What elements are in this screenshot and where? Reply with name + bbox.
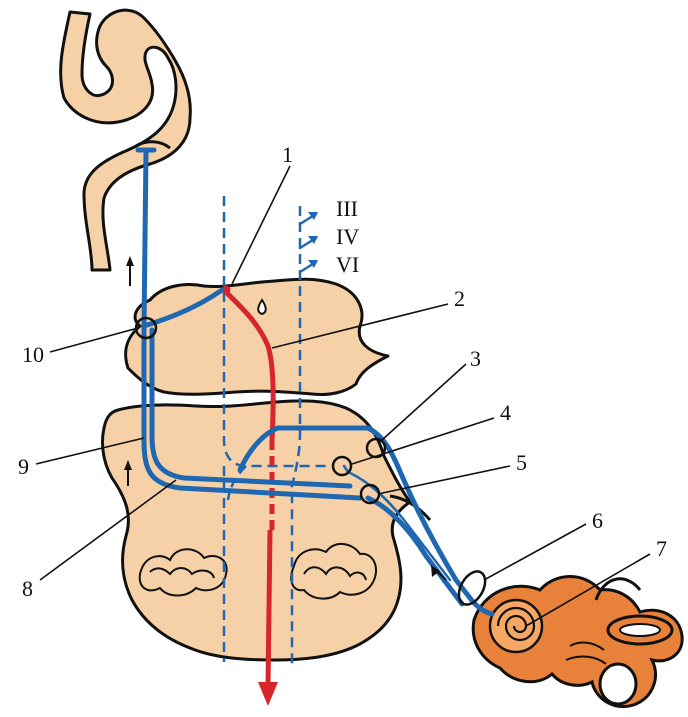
label-nerve-iv: IV <box>336 224 359 249</box>
midbrain-section <box>126 279 388 394</box>
label-5: 5 <box>516 450 527 475</box>
label-3: 3 <box>470 346 481 371</box>
label-nerve-vi: VI <box>336 252 359 277</box>
label-8: 8 <box>22 576 33 601</box>
semicircular-canal-posterior <box>600 664 636 704</box>
label-nerve-iii: III <box>336 196 358 221</box>
label-7: 7 <box>656 536 667 561</box>
label-2: 2 <box>454 286 465 311</box>
label-10: 10 <box>22 342 44 367</box>
oculomotor-arrows <box>300 212 318 272</box>
label-9: 9 <box>18 454 29 479</box>
semicircular-canal-lumen <box>620 624 660 636</box>
label-6: 6 <box>592 508 603 533</box>
pons-section <box>103 401 411 660</box>
olive-left <box>140 549 227 595</box>
cortex-gyrus <box>61 10 191 270</box>
label-4: 4 <box>500 400 511 425</box>
label-1: 1 <box>282 142 293 167</box>
